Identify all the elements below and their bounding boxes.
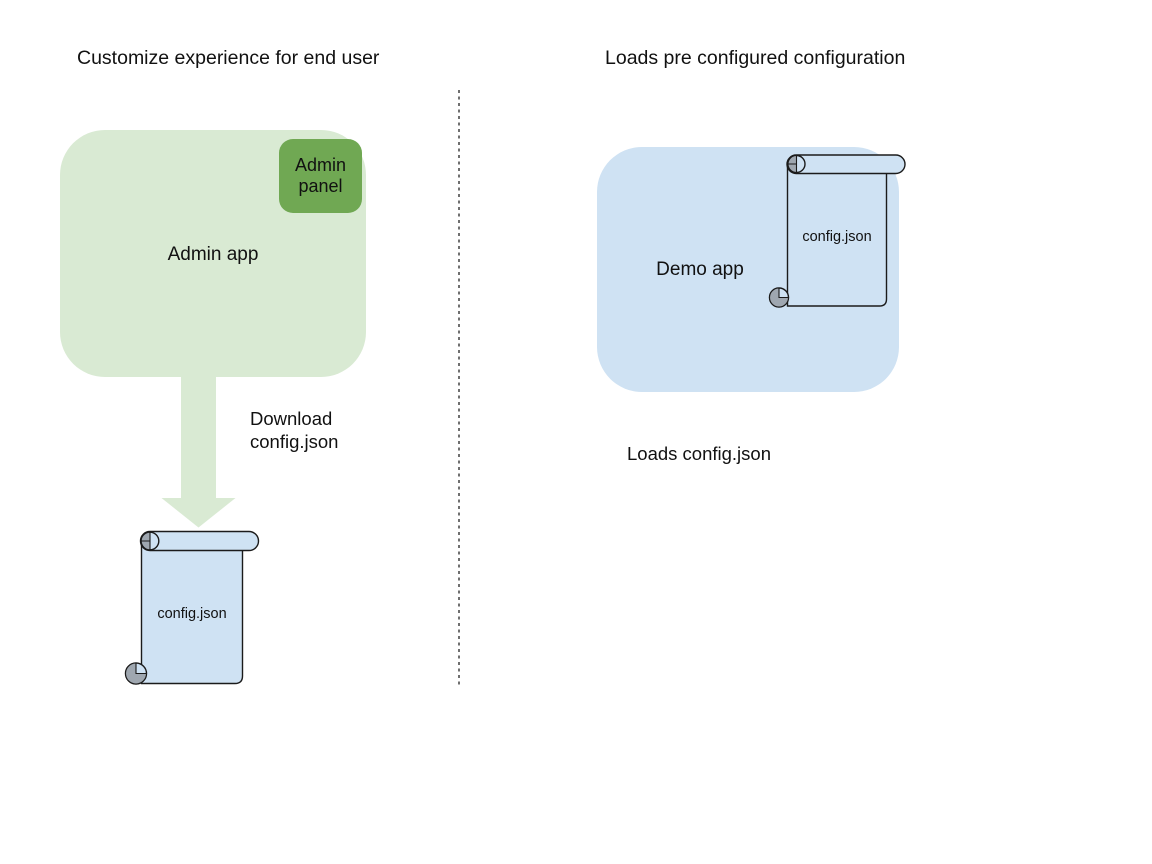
demo-app-label: Demo app	[656, 259, 744, 280]
config-scroll-right-icon	[768, 154, 906, 308]
section-divider	[458, 90, 460, 687]
admin-panel-box: Admin panel	[279, 139, 362, 213]
download-arrow-icon	[161, 374, 236, 528]
loads-caption: Loads config.json	[627, 443, 771, 464]
admin-panel-label: Admin panel	[294, 155, 347, 196]
admin-app-label: Admin app	[167, 244, 259, 265]
config-scroll-left-icon	[124, 530, 260, 685]
right-section-title: Loads pre configured configuration	[605, 47, 906, 69]
config-file-label-right: config.json	[802, 229, 872, 245]
config-file-label-left: config.json	[157, 606, 227, 622]
left-section-title: Customize experience for end user	[77, 47, 380, 69]
download-caption: Download config.json	[250, 408, 339, 452]
